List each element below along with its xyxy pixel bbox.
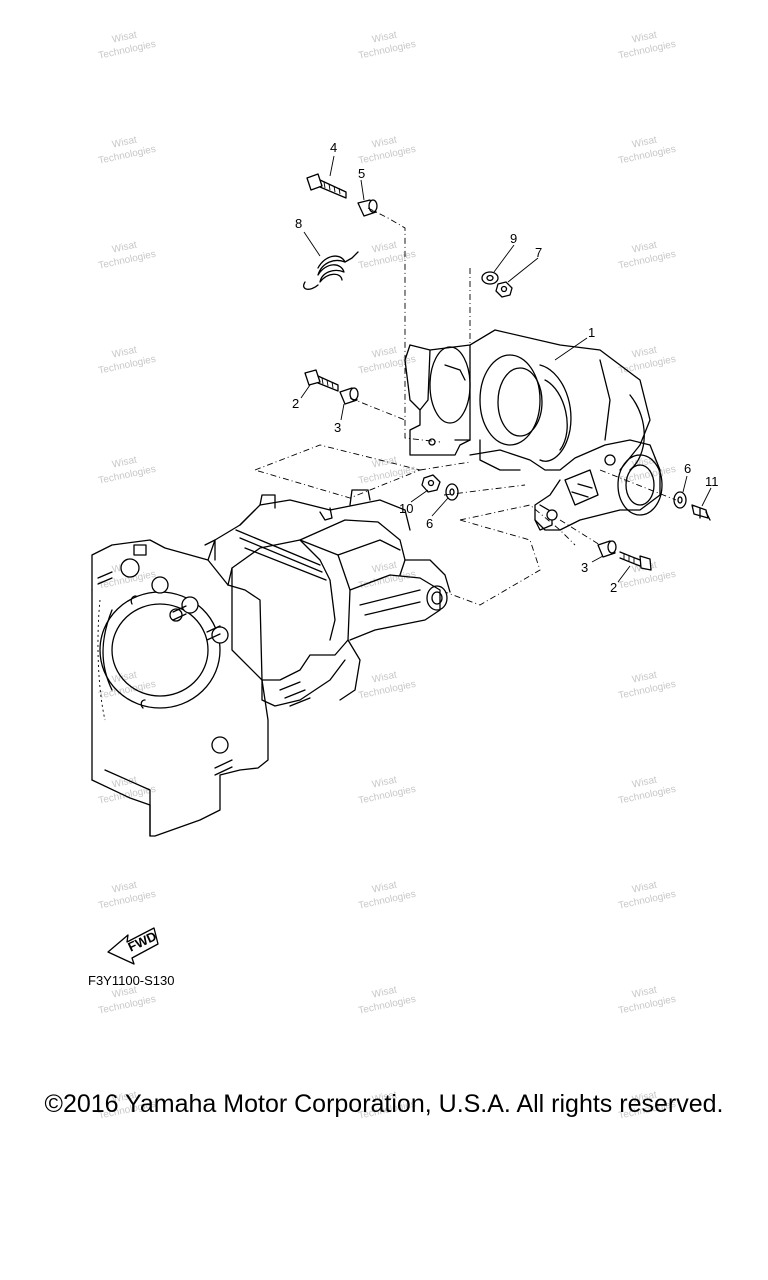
callout-7: 7 <box>535 245 542 260</box>
bolt-part-4 <box>306 173 347 199</box>
callout-leader-lines <box>300 155 712 583</box>
watermark-text: Wisat <box>631 345 658 361</box>
watermark-text: Wisat <box>631 240 658 256</box>
watermark-text: Wisat <box>631 30 658 46</box>
watermark-text: Wisat <box>371 985 398 1001</box>
screw-part-11 <box>691 504 711 521</box>
watermark-text: Wisat <box>631 775 658 791</box>
callout-3-upper: 3 <box>334 420 341 435</box>
engine-block-drawing <box>91 489 451 837</box>
callout-9: 9 <box>510 231 517 246</box>
copyright-notice: ©2016 Yamaha Motor Corporation, U.S.A. A… <box>44 1090 724 1118</box>
collar-part-3-lower <box>597 540 617 558</box>
watermark-text: Wisat <box>371 560 398 576</box>
watermark-text: Wisat <box>111 670 138 686</box>
watermark-layer: WisatTechnologiesWisatTechnologiesWisatT… <box>97 30 676 1122</box>
watermark-text: Wisat <box>111 455 138 471</box>
callout-2-lower: 2 <box>610 580 617 595</box>
watermark-text: Wisat <box>111 30 138 46</box>
watermark-text: Wisat <box>631 1090 658 1106</box>
callout-1: 1 <box>588 325 595 340</box>
bolt-part-2-lower <box>619 551 652 571</box>
collar-part-3-upper <box>339 387 359 405</box>
watermark-text: Wisat <box>631 880 658 896</box>
watermark-text: Wisat <box>631 985 658 1001</box>
watermark-text: Wisat <box>631 670 658 686</box>
watermark-text: Wisat <box>371 455 398 471</box>
watermark-text: Wisat <box>111 985 138 1001</box>
bolt-part-2-upper <box>304 369 339 392</box>
callout-4: 4 <box>330 140 337 155</box>
washer-part-6-left <box>445 483 459 501</box>
callout-6-right: 6 <box>684 461 691 476</box>
watermark-text: Wisat <box>631 135 658 151</box>
part-callouts: 4 5 8 9 7 1 2 3 10 6 6 11 3 2 <box>292 140 719 595</box>
fwd-direction-arrow: FWD <box>107 927 159 965</box>
watermark-text: Wisat <box>371 345 398 361</box>
callout-8: 8 <box>295 216 302 231</box>
nut-part-7 <box>495 281 513 298</box>
washer-part-6-right <box>673 491 687 509</box>
watermark-text: Wisat <box>371 240 398 256</box>
watermark-text: Wisat <box>111 1090 138 1106</box>
assembly-centerlines <box>254 207 677 606</box>
callout-3-lower: 3 <box>581 560 588 575</box>
watermark-text: Wisat <box>371 1090 398 1106</box>
watermark-text: Wisat <box>371 135 398 151</box>
watermark-text: Wisat <box>371 880 398 896</box>
watermark-text: Wisat <box>111 880 138 896</box>
watermark-text: Wisat <box>111 345 138 361</box>
watermark-text: Wisat <box>111 135 138 151</box>
spring-part-8 <box>303 251 359 290</box>
washer-part-9 <box>481 271 499 285</box>
throttle-body-drawing <box>404 329 663 531</box>
nut-part-10 <box>421 474 441 493</box>
watermark-text: Wisat <box>371 775 398 791</box>
watermark-text: Wisat <box>371 30 398 46</box>
watermark-text: Wisat <box>111 775 138 791</box>
collar-part-5 <box>357 199 378 217</box>
callout-10: 10 <box>399 501 413 516</box>
callout-11: 11 <box>705 474 719 489</box>
watermark-text: Wisat <box>111 240 138 256</box>
watermark-text: Wisat <box>371 670 398 686</box>
callout-2-upper: 2 <box>292 396 299 411</box>
drawing-code: F3Y1100-S130 <box>88 973 175 988</box>
callout-6-left: 6 <box>426 516 433 531</box>
callout-5: 5 <box>358 166 365 181</box>
